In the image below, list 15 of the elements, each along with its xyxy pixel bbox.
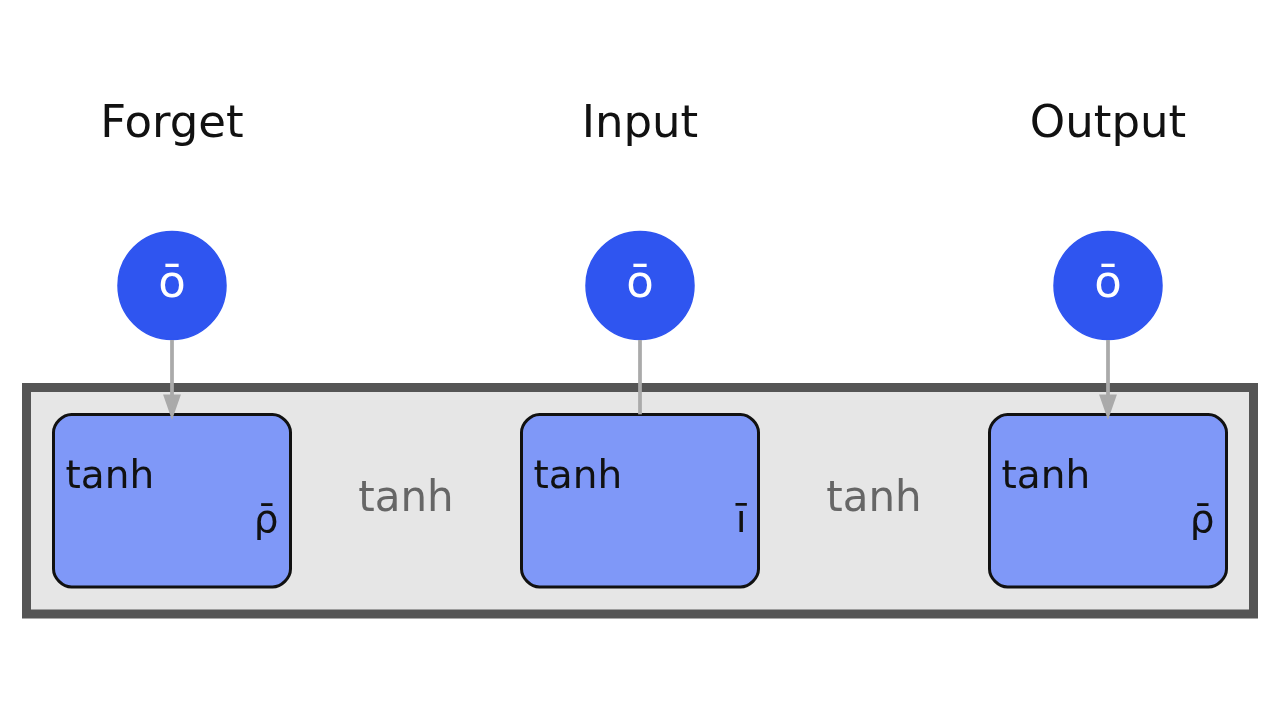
arrow (1099, 339, 1117, 420)
node-label: Output (1029, 94, 1187, 148)
node-circle: ō (1053, 230, 1163, 340)
connector (638, 339, 642, 414)
node-box: tanh ρ̄ (52, 412, 292, 588)
node-label: Input (581, 94, 699, 148)
arrow (163, 339, 181, 420)
label: tanh (358, 471, 454, 521)
label: tanh (826, 471, 922, 521)
node-box: tanh ρ̄ (988, 412, 1228, 588)
node-box: tanh ī (520, 412, 760, 588)
node-circle: ō (585, 230, 695, 340)
cluster (22, 382, 1258, 618)
node-circle: ō (117, 230, 227, 340)
node-label: Forget (100, 94, 244, 148)
